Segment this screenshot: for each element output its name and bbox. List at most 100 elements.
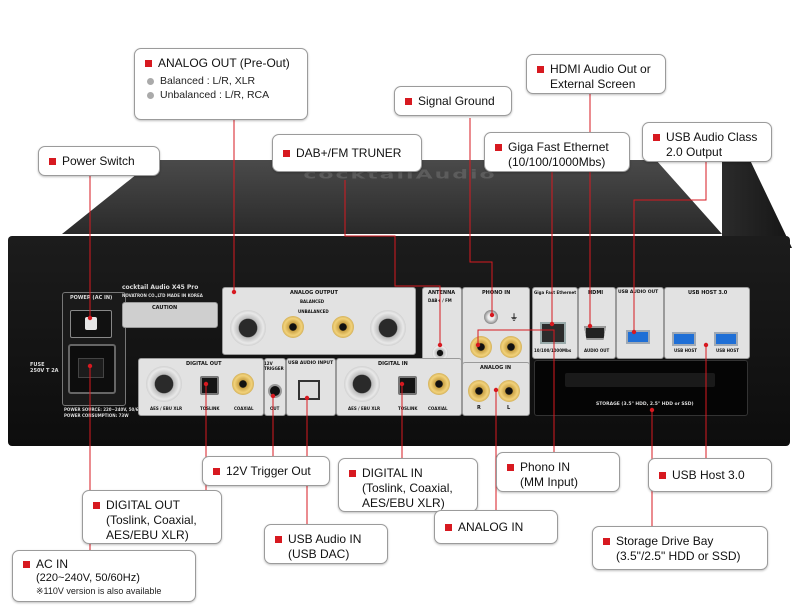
analog-in-label: ANALOG IN (480, 365, 512, 371)
dot-icon (147, 77, 154, 85)
bullet-icon (445, 524, 452, 531)
storage-label: STORAGE (3.5" HDD, 2.5" HDD or SSD) (596, 402, 694, 407)
leader-dot (703, 342, 709, 348)
analog-out-rca-left[interactable] (332, 316, 354, 338)
analog-in-rca-left[interactable] (498, 380, 520, 402)
maker-label: NOVATRON CO.,LTD MADE IN KOREA (122, 293, 203, 298)
power-switch[interactable] (70, 310, 112, 338)
brand-label: cocktail Audio X45 Pro (122, 284, 199, 291)
bullet-icon (213, 468, 220, 475)
callout-usb-audio-class: USB Audio Class 2.0 Output (642, 122, 772, 162)
usb-host-port-2[interactable] (714, 332, 738, 346)
bullet-icon (23, 561, 30, 568)
leader-phono-in (477, 329, 555, 456)
callout-usb-audio-in: USB Audio IN (USB DAC) (264, 524, 388, 564)
analog-out-rca-right[interactable] (282, 316, 304, 338)
callout-digital-out: DIGITAL OUT (Toslink, Coaxial, AES/EBU X… (82, 490, 222, 544)
leader-dot (631, 329, 637, 335)
bullet-icon (49, 158, 56, 165)
analog-out-xlr-right[interactable] (230, 310, 266, 346)
callout-line: (Toslink, Coaxial, (362, 481, 453, 495)
callout-title: DIGITAL IN (362, 466, 423, 480)
digital-in-label: DIGITAL IN (378, 361, 408, 367)
bullet-icon (93, 502, 100, 509)
usb-audio-out-label: USB AUDIO OUT (618, 290, 659, 295)
leader-dot (203, 381, 209, 387)
ac-inlet[interactable] (68, 344, 116, 394)
digital-in-xlr[interactable] (344, 366, 380, 402)
phono-label: PHONO IN (482, 290, 511, 296)
analog-in-r-label: R (477, 405, 481, 411)
leader-usb-audio-class (633, 160, 707, 332)
digital-out-xlr[interactable] (146, 366, 182, 402)
dot-icon (147, 91, 154, 99)
callout-title: Giga Fast Ethernet (508, 140, 609, 154)
callout-title: DIGITAL OUT (106, 498, 181, 512)
storage-bay[interactable] (534, 360, 748, 416)
callout-power-switch: Power Switch (38, 146, 160, 176)
analog-in-l-label: L (507, 405, 511, 411)
usb-audio-input-port[interactable] (298, 380, 320, 400)
digital-out-toslink[interactable] (200, 376, 219, 395)
callout-title: ANALOG IN (458, 520, 524, 534)
bullet-icon (653, 134, 660, 141)
callout-line: (MM Input) (520, 475, 579, 489)
digital-in-coaxial[interactable] (428, 373, 450, 395)
leader-dot (549, 321, 555, 327)
phono-in-rca-right[interactable] (470, 336, 492, 358)
callout-line: AES/EBU XLR) (362, 496, 445, 510)
usb-audio-input-label: USB AUDIO INPUT (288, 361, 334, 366)
usb-audio-out-port[interactable] (626, 330, 650, 344)
analog-in-rca-right[interactable] (468, 380, 490, 402)
callout-ac-in: AC IN (220~240V, 50/60Hz) ※110V version … (12, 550, 196, 602)
usb-host-port-1[interactable] (672, 332, 696, 346)
hdmi-sublabel: AUDIO OUT (584, 348, 610, 353)
phono-in-rca-left[interactable] (500, 336, 522, 358)
digital-out-coaxial[interactable] (232, 373, 254, 395)
callout-phono-in: Phono IN (MM Input) (496, 452, 620, 492)
callout-title: DAB+/FM TRUNER (296, 146, 402, 160)
callout-line: 2.0 Output (666, 145, 723, 159)
callout-ethernet: Giga Fast Ethernet (10/100/1000Mbs) (484, 132, 630, 172)
bullet-icon (495, 144, 502, 151)
signal-ground-terminal[interactable] (484, 310, 498, 324)
ground-icon: ⏚ (510, 313, 518, 322)
callout-sub: Unbalanced : L/R, RCA (160, 89, 270, 101)
digital-in-toslink[interactable] (398, 376, 417, 395)
leader-signal-ground (469, 118, 493, 315)
leader-dot (475, 342, 481, 348)
callout-usb-host: USB Host 3.0 (648, 458, 772, 492)
antenna-connector[interactable] (432, 345, 448, 361)
analog-out-xlr-left[interactable] (370, 310, 406, 346)
digital-in-aes-label: AES / EBU XLR (348, 406, 381, 411)
power-switch-rocker (85, 317, 97, 330)
digital-out-aes-label: AES / EBU XLR (150, 406, 183, 411)
callout-title: Signal Ground (418, 94, 495, 108)
leader-dot (489, 312, 495, 318)
callout-line: AES/EBU XLR) (106, 528, 189, 542)
digital-out-label: DIGITAL OUT (186, 361, 222, 367)
power-spec: POWER SOURCE: 220~240V, 50/60Hz (64, 407, 148, 412)
lan-label: Giga Fast Ethernet (534, 290, 577, 295)
unbalanced-label: UNBALANCED (298, 309, 329, 314)
callout-title: USB Host 3.0 (672, 468, 745, 482)
caution-label: CAUTION (152, 305, 178, 311)
bullet-icon (145, 60, 152, 67)
fuse-label: FUSE 250V T 2A (30, 362, 59, 374)
callout-line: External Screen (550, 77, 636, 91)
callout-line: (Toslink, Coaxial, (106, 513, 197, 527)
callout-title: AC IN (36, 557, 69, 571)
hdmi-plate (578, 287, 616, 359)
ac-inlet-socket (78, 358, 104, 378)
bullet-icon (405, 98, 412, 105)
bullet-icon (283, 150, 290, 157)
leader-dot (87, 315, 93, 321)
callout-line: (220~240V, 50/60Hz) (36, 572, 140, 584)
leader-dot (437, 342, 443, 348)
leader-dot (270, 393, 276, 399)
digital-out-coaxial-label: COAXIAL (234, 406, 254, 411)
callout-title: Phono IN (520, 460, 571, 474)
usb-host-port-2-label: USB HOST (716, 348, 739, 353)
usb-host-plate (664, 287, 750, 359)
